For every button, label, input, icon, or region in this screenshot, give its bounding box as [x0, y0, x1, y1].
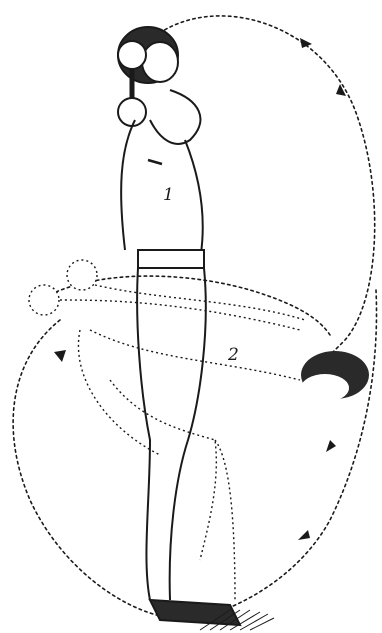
pose-1-dumbbell-top — [118, 41, 146, 69]
pose-2-label: 2 — [227, 345, 239, 365]
motion-path — [13, 16, 376, 620]
pose-1-dumbbell-bottom — [118, 98, 146, 126]
pose-1-label: 1 — [163, 185, 174, 205]
arrow-left-icon — [54, 350, 66, 362]
arrow-down-left-icon — [298, 530, 310, 540]
pose-2-dumbbell-front — [29, 285, 59, 315]
pose-2-dumbbell-back — [67, 260, 97, 290]
pose-2-head — [301, 351, 369, 402]
arrow-down-icon — [336, 84, 346, 96]
arrow-up-icon — [300, 38, 312, 48]
pose-1-figure — [118, 27, 240, 625]
pose-2-figure — [29, 260, 305, 600]
arrow-down-right-icon — [326, 440, 336, 452]
